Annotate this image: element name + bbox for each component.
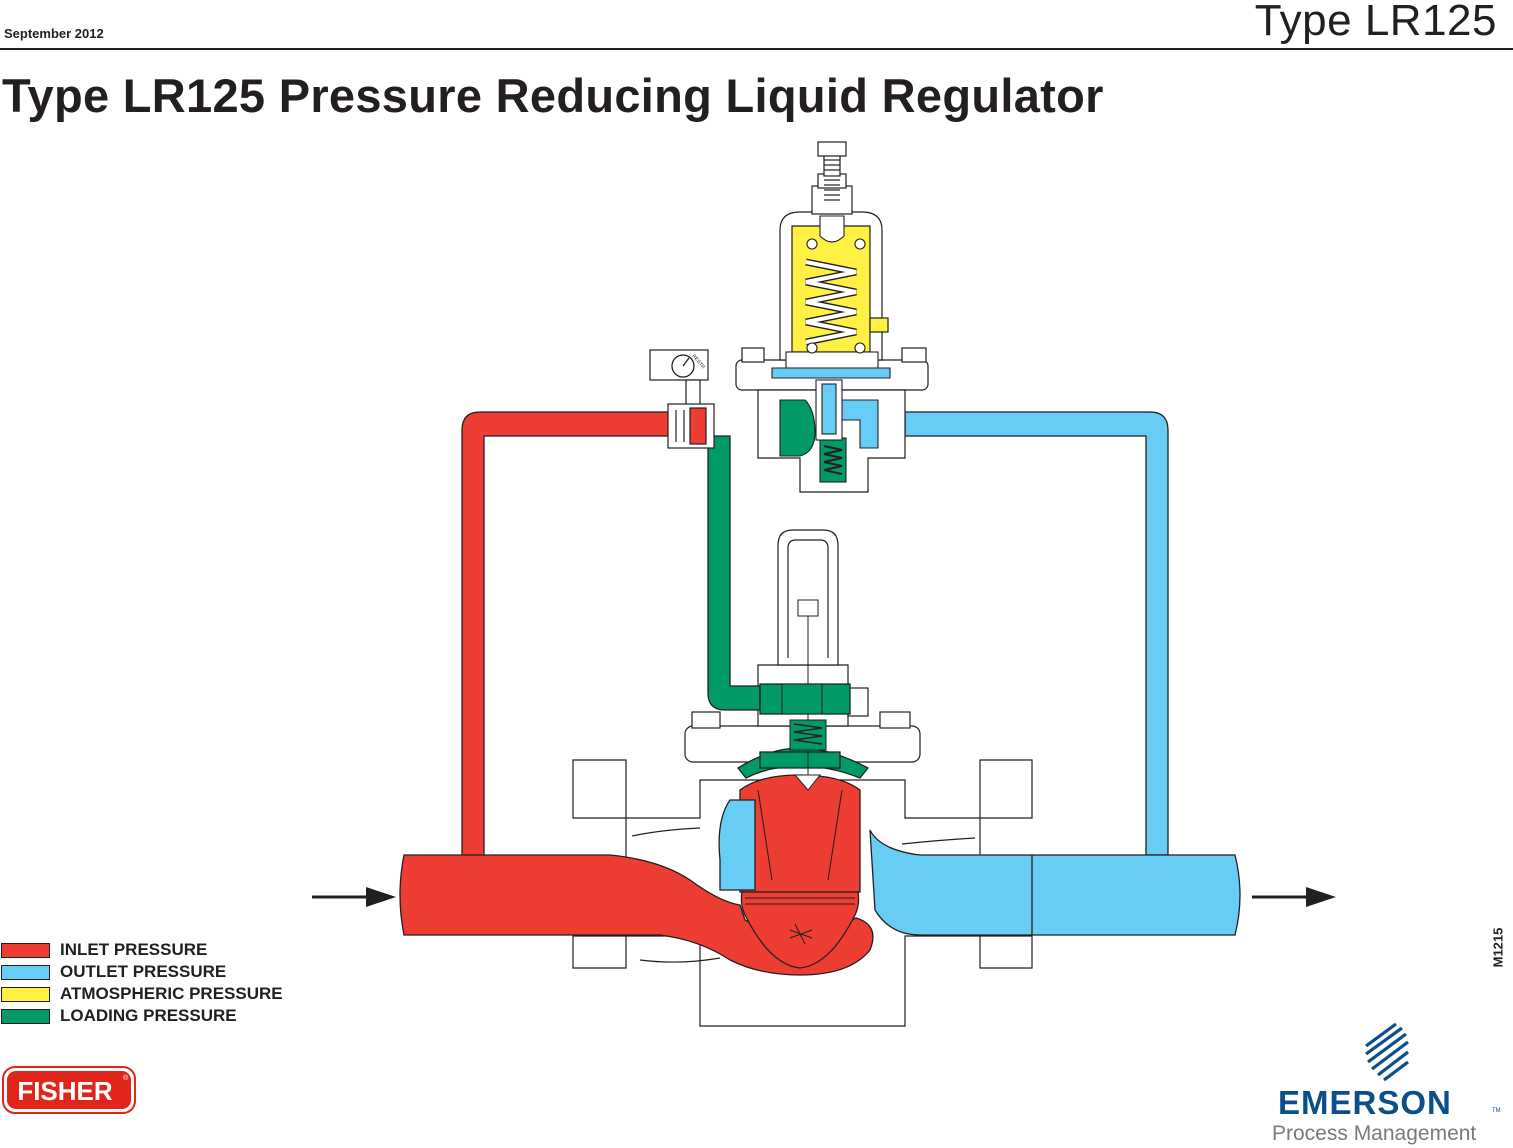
legend-swatch-loading <box>1 1009 50 1024</box>
outlet-pressure-region <box>718 411 1241 936</box>
legend-swatch-atmospheric <box>1 987 50 1002</box>
legend-label-inlet: INLET PRESSURE <box>60 940 208 959</box>
emerson-emblem-icon <box>1365 1022 1409 1082</box>
header-divider <box>0 48 1513 50</box>
flow-arrows <box>312 887 1336 907</box>
header-product-type: Type LR125 <box>1254 0 1497 45</box>
fisher-logo: FISHER ® <box>2 1066 136 1114</box>
pilot-inlet-fitting <box>667 403 715 449</box>
legend-label-atmospheric: ATMOSPHERIC PRESSURE <box>60 984 283 1003</box>
svg-text:®: ® <box>123 1074 129 1082</box>
inlet-pressure-region <box>399 411 874 976</box>
fisher-logo-text: FISHER <box>17 1076 113 1106</box>
adjusting-screw-threads <box>824 159 840 201</box>
legend-swatch-outlet <box>1 965 50 980</box>
emerson-logo: EMERSON TM Process Management <box>1270 1020 1505 1145</box>
pilot-internals <box>771 215 891 483</box>
header-date: September 2012 <box>4 26 104 41</box>
legend-label-outlet: OUTLET PRESSURE <box>60 962 227 981</box>
emerson-trademark: TM <box>1492 1108 1501 1114</box>
emerson-subtitle: Process Management <box>1272 1122 1477 1145</box>
legend-label-loading: LOADING PRESSURE <box>60 1006 237 1025</box>
page-title: Type LR125 Pressure Reducing Liquid Regu… <box>2 69 1104 122</box>
plug-detail <box>745 789 855 945</box>
emerson-wordmark: EMERSON <box>1278 1084 1452 1121</box>
figure-id: M1215 <box>1490 927 1506 968</box>
legend-swatch-inlet <box>1 943 50 958</box>
main-bonnet-internals <box>781 599 827 791</box>
